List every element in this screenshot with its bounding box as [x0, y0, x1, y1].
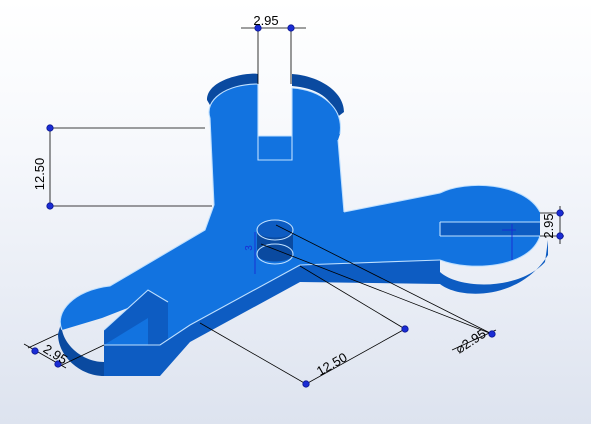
dim-top-slot-label[interactable]: 2.95: [253, 13, 278, 28]
dim-center-small[interactable]: 3: [244, 232, 256, 274]
top-arm-back-face-right: [292, 74, 344, 118]
left-slot: [104, 290, 168, 345]
dim-handle[interactable]: [46, 124, 54, 132]
dim-diameter-label[interactable]: ⌀2.95: [453, 326, 489, 357]
dim-right-slot-width[interactable]: 2.95: [540, 206, 564, 244]
top-slot-floor: [258, 136, 292, 160]
right-slot: [440, 222, 540, 236]
dim-left-vertical-label[interactable]: 12.50: [32, 158, 47, 191]
dim-right-slot-label[interactable]: 2.95: [541, 213, 556, 238]
dim-bottom-length-label[interactable]: 12.50: [314, 349, 350, 378]
center-hole[interactable]: [257, 220, 293, 240]
right-arm-front-face: [300, 240, 548, 294]
dim-left-vertical[interactable]: 12.50: [32, 124, 212, 210]
dim-handle[interactable]: [556, 209, 564, 217]
dim-handle[interactable]: [54, 360, 62, 368]
top-arm-back-face: [207, 73, 258, 112]
dim-handle[interactable]: [401, 325, 409, 333]
dim-handle[interactable]: [287, 24, 295, 32]
dim-handle[interactable]: [31, 347, 39, 355]
dim-top-slot-width[interactable]: 2.95: [241, 13, 306, 84]
three-arm-part[interactable]: [58, 73, 548, 376]
dim-right-slot-inner: [502, 224, 516, 260]
dim-handle[interactable]: [556, 232, 564, 240]
part-top-face[interactable]: [60, 84, 540, 345]
left-arm-front-face: [104, 265, 300, 376]
part-edges: [59, 83, 541, 346]
dim-handle[interactable]: [254, 24, 262, 32]
dim-center-small-label[interactable]: 3: [244, 245, 255, 251]
dim-handle[interactable]: [488, 330, 496, 338]
dim-handle[interactable]: [302, 380, 310, 388]
center-hole-wall: [257, 230, 293, 262]
left-arm-side-face: [58, 320, 104, 376]
dim-handle[interactable]: [46, 202, 54, 210]
